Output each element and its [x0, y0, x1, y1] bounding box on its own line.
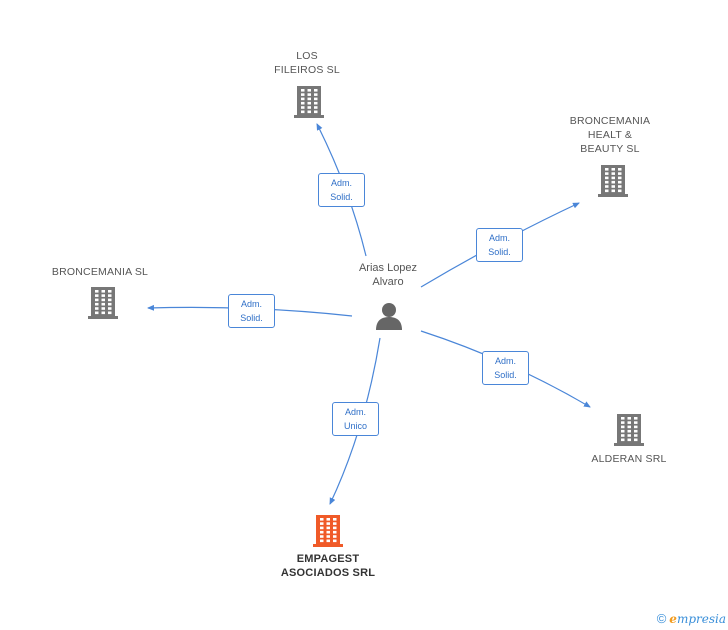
company-name-alderan[interactable]: ALDERAN SRL — [591, 453, 667, 465]
company-name-broncemania-healt[interactable]: BRONCEMANIA HEALT & BEAUTY SL — [569, 115, 651, 155]
company-name-empagest[interactable]: EMPAGEST ASOCIADOS SRL — [280, 553, 376, 579]
company-name-broncemania[interactable]: BRONCEMANIA SL — [51, 266, 149, 278]
relation-label: Adm. Solid. — [228, 294, 275, 328]
relation-label: Adm. Solid. — [476, 228, 523, 262]
brand-logo-text: mpresia — [676, 611, 726, 626]
building-icon[interactable] — [312, 514, 344, 548]
building-icon[interactable] — [613, 413, 645, 447]
relation-label: Adm. Solid. — [482, 351, 529, 385]
building-icon[interactable] — [293, 85, 325, 119]
person-name[interactable]: Arias Lopez Alvaro — [358, 262, 418, 288]
company-name-los-fileiros[interactable]: LOS FILEIROS SL — [274, 50, 340, 76]
building-icon[interactable] — [87, 286, 119, 320]
relation-label: Adm. Solid. — [318, 173, 365, 207]
person-icon[interactable] — [374, 301, 404, 331]
footer-brand[interactable]: © empresia — [657, 611, 726, 626]
copyright-icon: © — [656, 611, 667, 626]
relation-label: Adm. Unico — [332, 402, 379, 436]
brand-logo-letter: e — [669, 611, 677, 626]
building-icon[interactable] — [597, 164, 629, 198]
